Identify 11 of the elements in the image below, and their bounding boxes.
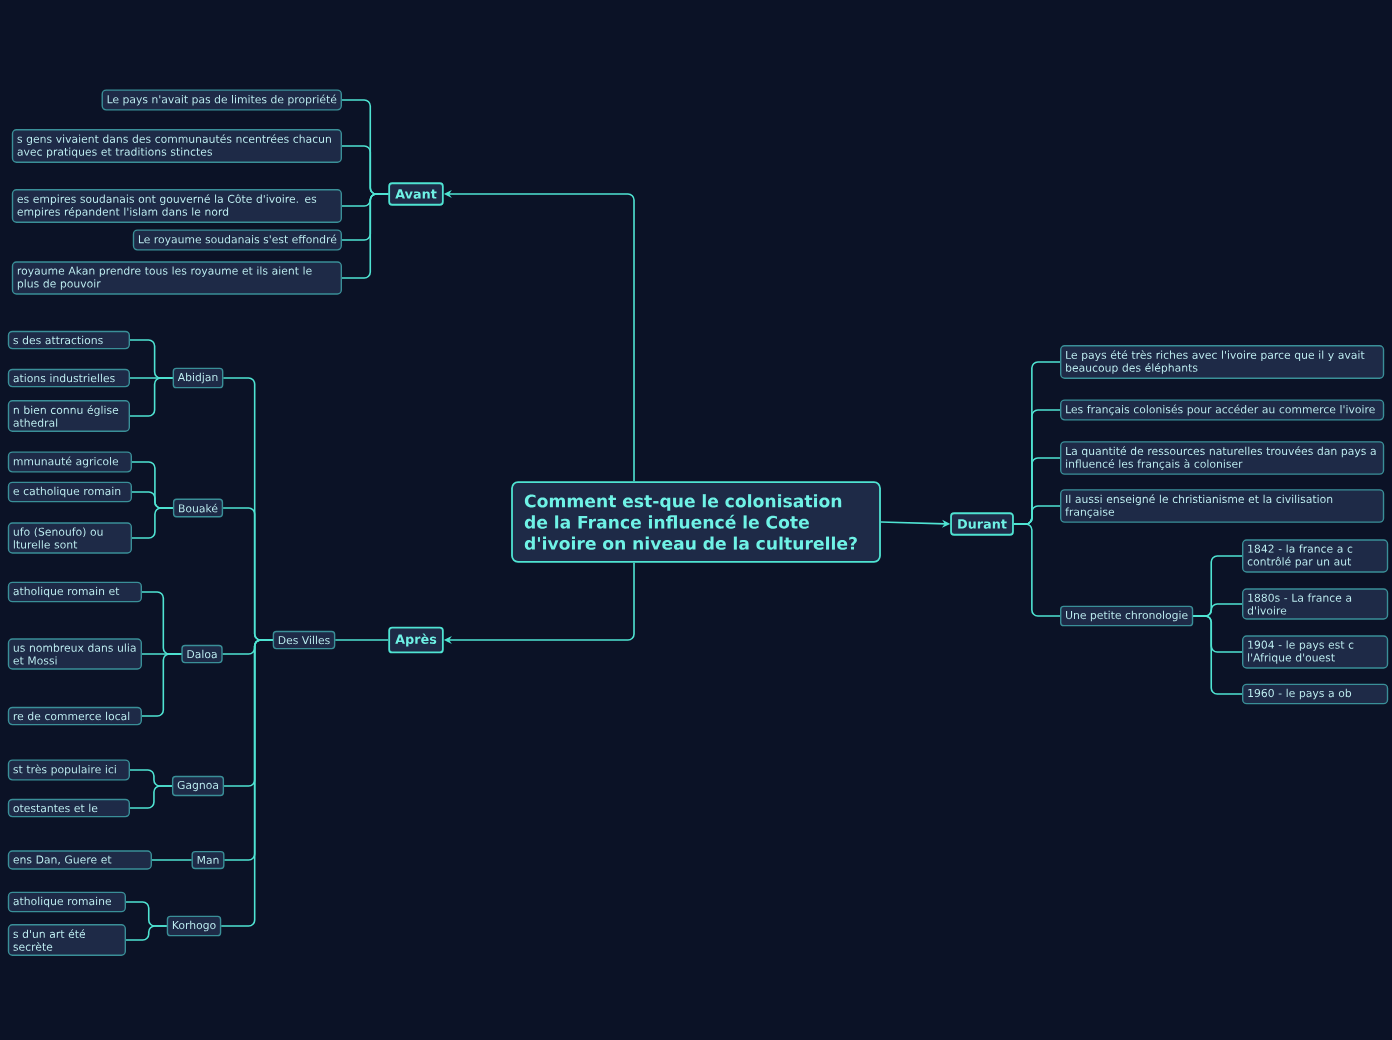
- connector: [1013, 523, 1061, 617]
- connector: [131, 507, 174, 539]
- connector: [334, 639, 390, 641]
- central-topic-box: Comment est-que le colonisation de la France influencé le Cote d'ivoire on niveau de la culturelle?: [511, 481, 881, 563]
- connector: [129, 785, 173, 809]
- connector: [129, 377, 174, 417]
- connector: [341, 193, 390, 279]
- connector: [1192, 615, 1243, 695]
- connector: [151, 859, 193, 861]
- connector: [220, 639, 274, 927]
- connector: [125, 925, 168, 941]
